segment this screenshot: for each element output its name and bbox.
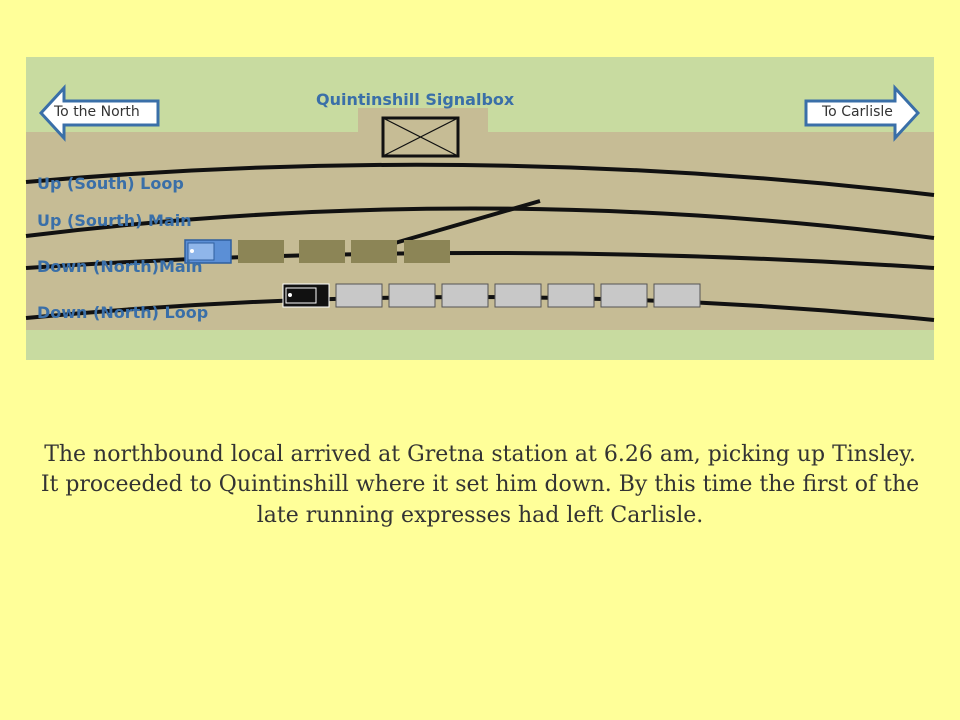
left-arrow-icon xyxy=(38,84,160,142)
local-carriage xyxy=(653,283,701,308)
to-carlisle-label: To Carlisle xyxy=(822,104,893,120)
local-carriage xyxy=(494,283,542,308)
local-carriage xyxy=(388,283,436,308)
goods-wagon xyxy=(351,240,397,263)
track-label-down-loop: Down (North) Loop xyxy=(37,303,209,322)
track-label-up-main: Up (Sourth) Main xyxy=(37,211,192,230)
local-carriage xyxy=(335,283,383,308)
goods-train xyxy=(184,239,450,264)
right-arrow-icon xyxy=(804,84,921,142)
track-label-up-loop: Up (South) Loop xyxy=(37,174,184,193)
local-carriage xyxy=(600,283,648,308)
track-up-loop xyxy=(25,162,935,197)
signalbox-title: Quintinshill Signalbox xyxy=(316,90,515,109)
signalbox-icon xyxy=(381,116,460,158)
local-carriage xyxy=(441,283,489,308)
crossover xyxy=(394,199,541,245)
caption-text: The northbound local arrived at Gretna s… xyxy=(40,442,920,528)
track-down-main xyxy=(25,251,935,270)
goods-wagon xyxy=(238,240,284,263)
local-train xyxy=(282,283,701,308)
track-label-down-main: Down (North)Main xyxy=(37,257,203,276)
local-engine xyxy=(282,283,330,308)
track-up-main xyxy=(25,206,935,240)
goods-engine xyxy=(184,239,232,264)
local-carriage xyxy=(547,283,595,308)
to-the-north-label: To the North xyxy=(54,104,140,120)
goods-wagon xyxy=(404,240,450,263)
goods-wagon xyxy=(299,240,345,263)
